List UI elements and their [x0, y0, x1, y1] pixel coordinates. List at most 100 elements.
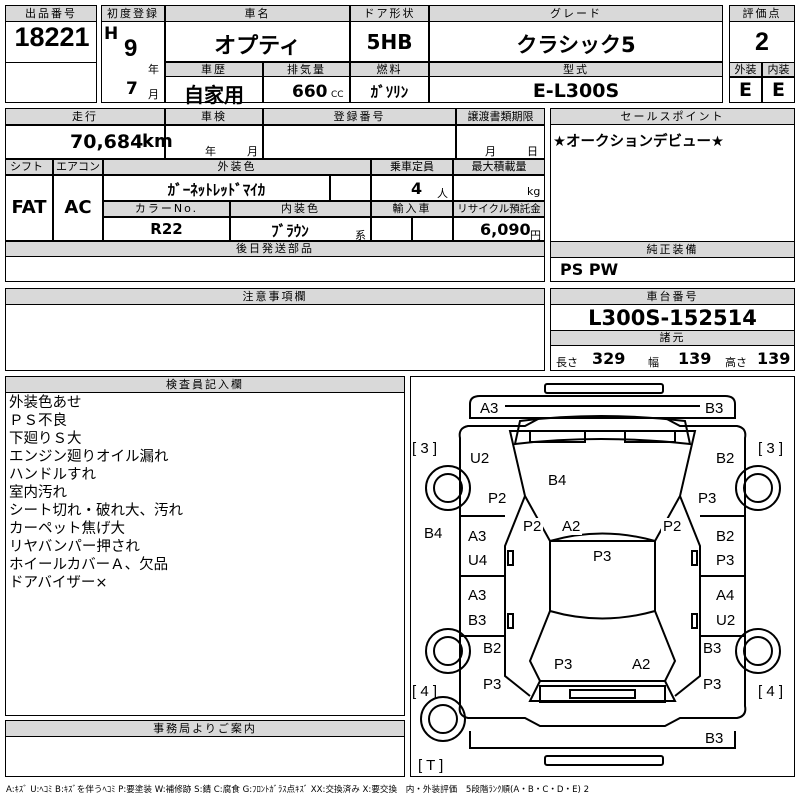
max-load-cell: [453, 175, 545, 201]
mark-rear-l: P3: [481, 676, 504, 693]
specs-height: 139: [757, 349, 791, 368]
chassis-value: L300S-152514: [588, 306, 757, 330]
mileage-label: 走行: [5, 108, 165, 125]
recycle-label: リサイクル預託金: [453, 201, 545, 217]
history-label: 車歴: [165, 62, 263, 77]
legend: A:ｷｽﾞ U:ﾍｺﾐ B:ｷｽﾞを伴うﾍｺﾐ P:要塗装 W:補修跡 S:錆 …: [6, 785, 590, 795]
capacity-value: 4: [411, 179, 423, 198]
mark-pillar-r: P3: [696, 490, 719, 507]
first-reg-month-unit: 月: [148, 88, 159, 101]
grade-value: クラシック5: [516, 33, 636, 57]
note-line: 室内汚れ: [9, 485, 67, 501]
mark-rear-r: P3: [701, 676, 724, 693]
lot-divider: [5, 62, 97, 63]
note-line: シート切れ・破れ大、汚れ: [9, 503, 183, 519]
lot-label: 出品番号: [5, 5, 97, 22]
specs-length: 329: [592, 349, 626, 368]
grade-label: グレード: [429, 5, 723, 22]
exterior-grade-cell: [729, 77, 762, 103]
mileage-unit: km: [142, 131, 173, 152]
note-line: ホイールカバーＡ、欠品: [9, 557, 169, 573]
transfer-label: 譲渡書類期限: [456, 108, 545, 125]
transfer-day-unit: 日: [527, 145, 538, 158]
import-cell-2: [412, 217, 453, 241]
exterior-color-cell-2: [330, 175, 371, 201]
registration-cell: [263, 125, 456, 159]
car-outline: [420, 383, 781, 766]
note-line: ハンドルすれ: [9, 467, 96, 483]
mark-qtr-r: B3: [701, 640, 724, 657]
mark-front-r: B3: [703, 400, 726, 417]
inspection-cell: [165, 125, 263, 159]
caution-label: 注意事項欄: [5, 288, 545, 305]
mark-fender-fl: U2: [468, 450, 492, 467]
mark-roof-c: A2: [560, 518, 583, 535]
shift-value: FAT: [11, 197, 47, 218]
exterior-grade-label: 外装: [729, 62, 762, 77]
interior-color-suffix: 系: [355, 229, 366, 242]
model-value: E-L300S: [532, 80, 620, 102]
aircon-cell: [53, 175, 103, 241]
later-parts-label: 後日発送部品: [5, 241, 545, 257]
mark-door-fl-2: U4: [466, 552, 490, 569]
inspection-year-unit: 年: [205, 145, 216, 158]
exterior-color-value: ｶﾞｰﾈｯﾄﾚｯﾄﾞﾏｲｶ: [167, 181, 266, 199]
mark-door-rl-2: B3: [466, 612, 489, 629]
color-no-cell: [103, 217, 230, 241]
mark-door-rl-1: A3: [466, 587, 489, 604]
note-line: 下廻りＳ大: [9, 431, 82, 447]
mark-roof-main: P3: [591, 548, 614, 565]
door-label: ドア形状: [350, 5, 429, 22]
mark-qtr-l: B2: [481, 640, 504, 657]
specs-label: 諸元: [550, 330, 795, 346]
inspector-notes: 外装色あせ ＰＳ不良 下廻りＳ大 エンジン廻りオイル漏れ ハンドルすれ 室内汚れ…: [9, 394, 183, 592]
note-line: ＰＳ不良: [9, 413, 67, 429]
first-reg-month: 7: [126, 79, 138, 99]
door-value: 5HB: [366, 30, 413, 54]
score-value: 2: [755, 28, 769, 56]
mark-rear-c2: A2: [630, 656, 653, 673]
capacity-unit: 人: [437, 187, 448, 200]
lot-number: 18221: [14, 22, 90, 52]
capacity-cell: [371, 175, 453, 201]
inspection-label: 車検: [165, 108, 263, 125]
mileage-cell: [5, 125, 165, 159]
interior-grade-value: E: [772, 79, 785, 101]
mark-front-l: A3: [478, 400, 501, 417]
recycle-unit: 円: [530, 229, 541, 242]
note-line: 外装色あせ: [9, 395, 82, 411]
max-load-label: 最大積載量: [453, 159, 545, 175]
mark-door-fr-2: P3: [714, 552, 737, 569]
import-label: 輸入車: [371, 201, 453, 217]
history-value: 自家用: [184, 83, 244, 107]
office-label: 事務局よりご案内: [5, 720, 405, 737]
exterior-color-cell: [103, 175, 330, 201]
mark-roof-r: P2: [661, 518, 684, 535]
mark-door-rr-2: U2: [714, 612, 738, 629]
car-name-label: 車名: [165, 5, 350, 22]
mileage-value: 70,684: [70, 131, 144, 153]
specs-length-label: 長さ: [556, 356, 578, 369]
mark-tire-fl: [ 3 ]: [412, 440, 438, 457]
first-reg-year-unit: 年: [148, 63, 159, 76]
shift-label: シフト: [5, 159, 53, 175]
note-line: カーペット焦げ大: [9, 521, 125, 537]
mark-tire-fr: [ 3 ]: [758, 440, 784, 457]
first-reg-year: 9: [124, 35, 138, 62]
sales-point-label: セールスポイント: [550, 108, 795, 125]
mark-tire-rl: [ 4 ]: [412, 683, 438, 700]
displacement-label: 排気量: [263, 62, 350, 77]
recycle-value: 6,090: [480, 220, 531, 239]
note-line: ドアバイザー×: [9, 575, 108, 591]
fuel-label: 燃料: [350, 62, 429, 77]
first-reg-label: 初度登録: [101, 5, 165, 22]
transfer-month-unit: 月: [485, 145, 496, 158]
shift-cell: [5, 175, 53, 241]
sales-point-value: ★オークションデビュー★: [553, 134, 724, 150]
max-load-unit: kg: [527, 185, 541, 198]
mark-door-fl-1: A3: [466, 528, 489, 545]
interior-color-cell: [230, 217, 371, 241]
mark-pillar-l: P2: [486, 490, 509, 507]
import-cell-1: [371, 217, 412, 241]
capacity-label: 乗車定員: [371, 159, 453, 175]
